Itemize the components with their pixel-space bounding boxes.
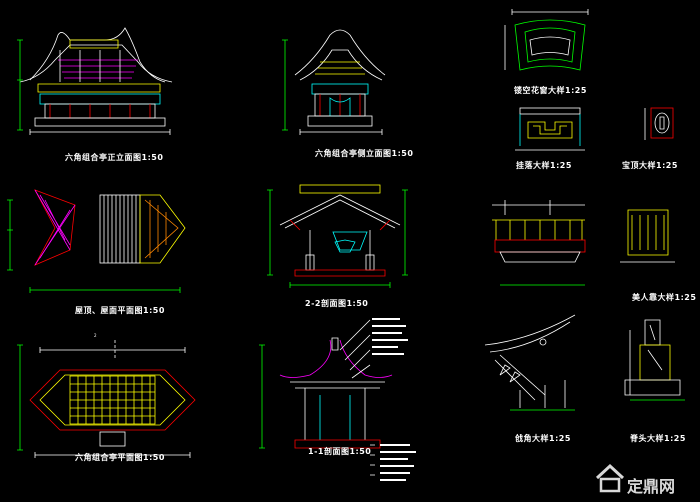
bench-drawing bbox=[492, 200, 675, 286]
ridge-end-caption: 脊头大样1:25 bbox=[630, 434, 686, 443]
eave-corner-drawing bbox=[484, 314, 576, 411]
front-elevation-caption: 六角组合亭正立面图1:50 bbox=[65, 153, 164, 162]
ridge-end-drawing bbox=[624, 319, 685, 401]
floor-plan-caption: 六角组合亭平面图1:50 bbox=[75, 453, 165, 462]
bench-caption: 美人靠大样1:25 bbox=[632, 293, 697, 302]
roof-finial-caption: 宝顶大样1:25 bbox=[622, 161, 678, 170]
section-1-1-drawing bbox=[259, 319, 393, 476]
floor-plan-drawing bbox=[17, 340, 196, 458]
lattice-window-caption: 镂空花窗大样1:25 bbox=[514, 86, 587, 95]
section-cut-mark: 2 bbox=[94, 333, 97, 338]
section-1-1-caption: 1-1剖面图1:50 bbox=[308, 447, 372, 456]
side-elevation-caption: 六角组合亭侧立面图1:50 bbox=[315, 149, 414, 158]
lattice-window-drawing bbox=[504, 9, 589, 71]
house-logo-icon bbox=[595, 463, 625, 493]
roof-plan-caption: 屋顶、屋面平面图1:50 bbox=[75, 306, 165, 315]
roof-finial-drawing bbox=[644, 107, 674, 140]
roof-plan-drawing bbox=[7, 189, 186, 293]
section-2-2-caption: 2-2剖面图1:50 bbox=[305, 299, 369, 308]
watermark-text: 定鼎网 bbox=[627, 477, 676, 496]
eave-corner-caption: 戗角大样1:25 bbox=[515, 434, 571, 443]
side-elevation-drawing bbox=[282, 29, 386, 135]
railing-caption: 挂落大样1:25 bbox=[516, 161, 572, 170]
railing-detail-drawing bbox=[515, 107, 585, 151]
section-2-2-drawing bbox=[267, 184, 408, 288]
section-1-1-annotations bbox=[372, 318, 416, 481]
front-elevation-drawing bbox=[17, 27, 173, 135]
